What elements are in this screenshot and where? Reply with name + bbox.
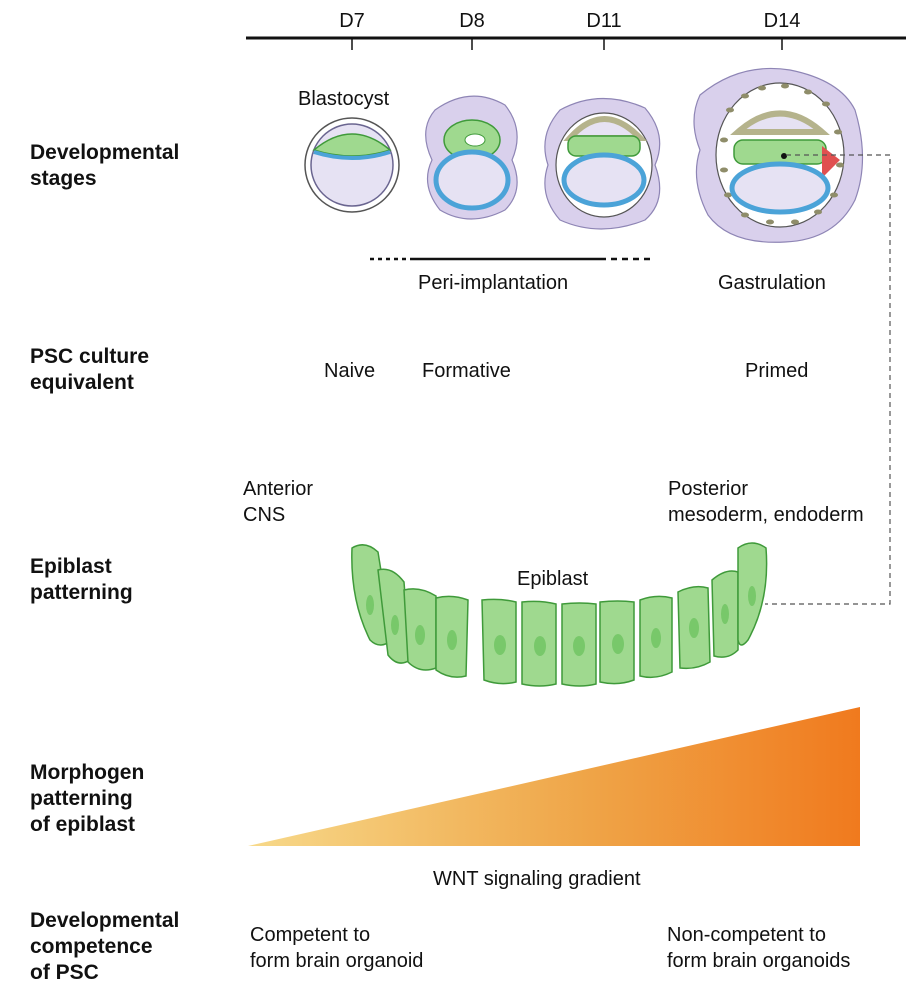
day-label-d7: D7 [339,10,365,32]
wnt-gradient-label: WNT signaling gradient [433,868,641,890]
posterior-label: Posterior mesoderm, endoderm [668,478,864,526]
anterior-cns-label: Anterior CNS [243,478,314,526]
gastrulation-label: Gastrulation [718,272,826,294]
row-label-psc-culture: PSC culture equivalent [30,345,150,394]
row-label-developmental-stages: Developmental stages [30,141,180,190]
d11-embryo-illustration [544,97,661,230]
blastocyst-label: Blastocyst [298,88,390,110]
epiblast-label: Epiblast [517,568,589,590]
culture-naive: Naive [324,360,376,382]
epiblast-sheet [351,542,768,687]
competent-label: Competent to form brain organoid [250,924,424,972]
blastocyst-illustration [304,117,400,213]
wnt-gradient-wedge [248,707,860,846]
row-label-developmental-competence: Developmental competence of PSC [30,909,180,984]
day-label-d14: D14 [763,10,801,32]
non-competent-label: Non-competent to form brain organoids [667,924,851,972]
culture-primed: Primed [745,360,809,382]
peri-implantation-label: Peri-implantation [418,272,569,294]
timeline-axis [246,36,906,50]
d14-embryo-illustration [693,67,864,243]
row-label-morphogen-patterning: Morphogen patterning of epiblast [30,761,145,836]
row-label-epiblast-patterning: Epiblast patterning [30,555,133,604]
day-label-d8: D8 [459,10,485,32]
culture-formative: Formative [422,360,511,382]
gastrulation-connector [765,154,891,605]
d8-embryo-illustration [425,95,518,220]
day-label-d11: D11 [586,10,622,32]
